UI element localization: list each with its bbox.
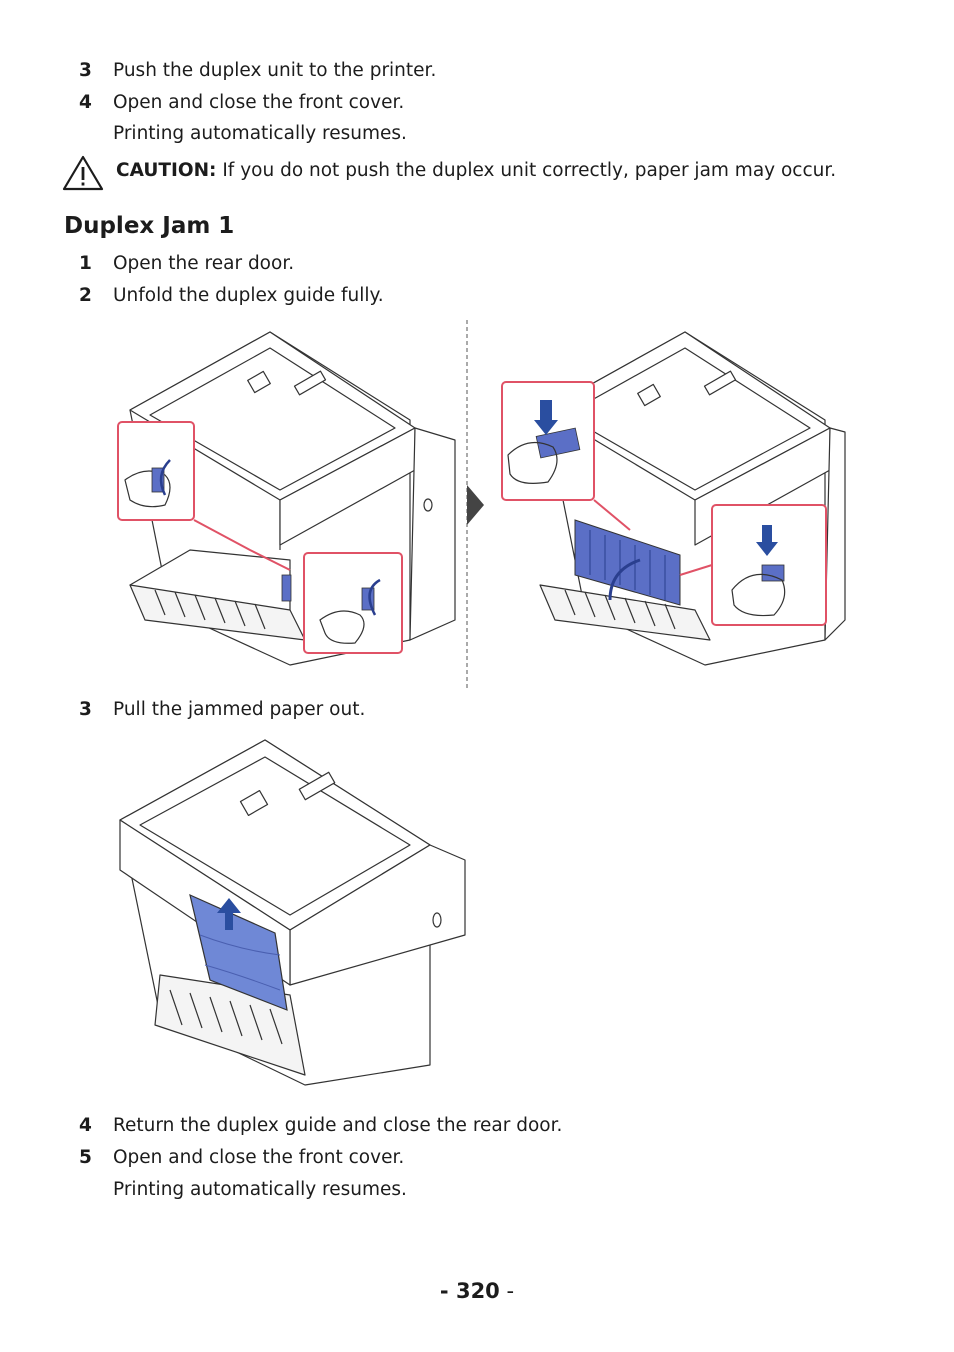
figure-divider: [466, 320, 484, 688]
step-item: 4 Open and close the front cover.: [0, 92, 954, 118]
step-item: 1 Open the rear door.: [0, 253, 954, 279]
step-text: Push the duplex unit to the printer.: [113, 60, 437, 81]
caution-notice: CAUTION: If you do not push the duplex u…: [62, 155, 922, 191]
step-number: 1: [79, 253, 92, 274]
step-number: 4: [79, 92, 92, 113]
step-number: 3: [79, 60, 92, 81]
caution-text: CAUTION: If you do not push the duplex u…: [116, 160, 836, 181]
step-number: 5: [79, 1147, 92, 1168]
caution-message: If you do not push the duplex unit corre…: [216, 160, 837, 181]
section-title: Duplex Jam 1: [64, 213, 235, 239]
step-number: 3: [79, 699, 92, 720]
step-text: Unfold the duplex guide fully.: [113, 285, 384, 306]
next-arrow-icon: [467, 485, 484, 525]
step-text: Open and close the front cover.: [113, 1147, 405, 1168]
step-item: 3 Push the duplex unit to the printer.: [0, 60, 954, 86]
warning-icon: [62, 155, 104, 191]
pull-up-arrow-icon: [217, 898, 241, 930]
page-number: - 320 -: [439, 1279, 515, 1303]
step-item: 5 Open and close the front cover.: [0, 1147, 954, 1173]
caution-label: CAUTION:: [116, 160, 217, 181]
step-item: 4 Return the duplex guide and close the …: [0, 1115, 954, 1141]
step-item: 2 Unfold the duplex guide fully.: [0, 285, 954, 311]
step-text: Open the rear door.: [113, 253, 295, 274]
printer-duplex-guide-illustration: [501, 331, 846, 666]
step-number: 2: [79, 285, 92, 306]
step-text: Open and close the front cover.: [113, 92, 405, 113]
page-number-value: 320: [455, 1279, 500, 1303]
step-item: 3 Pull the jammed paper out.: [0, 699, 954, 725]
printer-rear-door-open-illustration: [117, 331, 456, 666]
step-note: Printing automatically resumes.: [113, 1179, 407, 1200]
step-text: Pull the jammed paper out.: [113, 699, 366, 720]
step-text: Return the duplex guide and close the re…: [113, 1115, 563, 1136]
printer-jammed-paper-illustration: [119, 739, 466, 1086]
step-note: Printing automatically resumes.: [113, 123, 407, 144]
step-number: 4: [79, 1115, 92, 1136]
